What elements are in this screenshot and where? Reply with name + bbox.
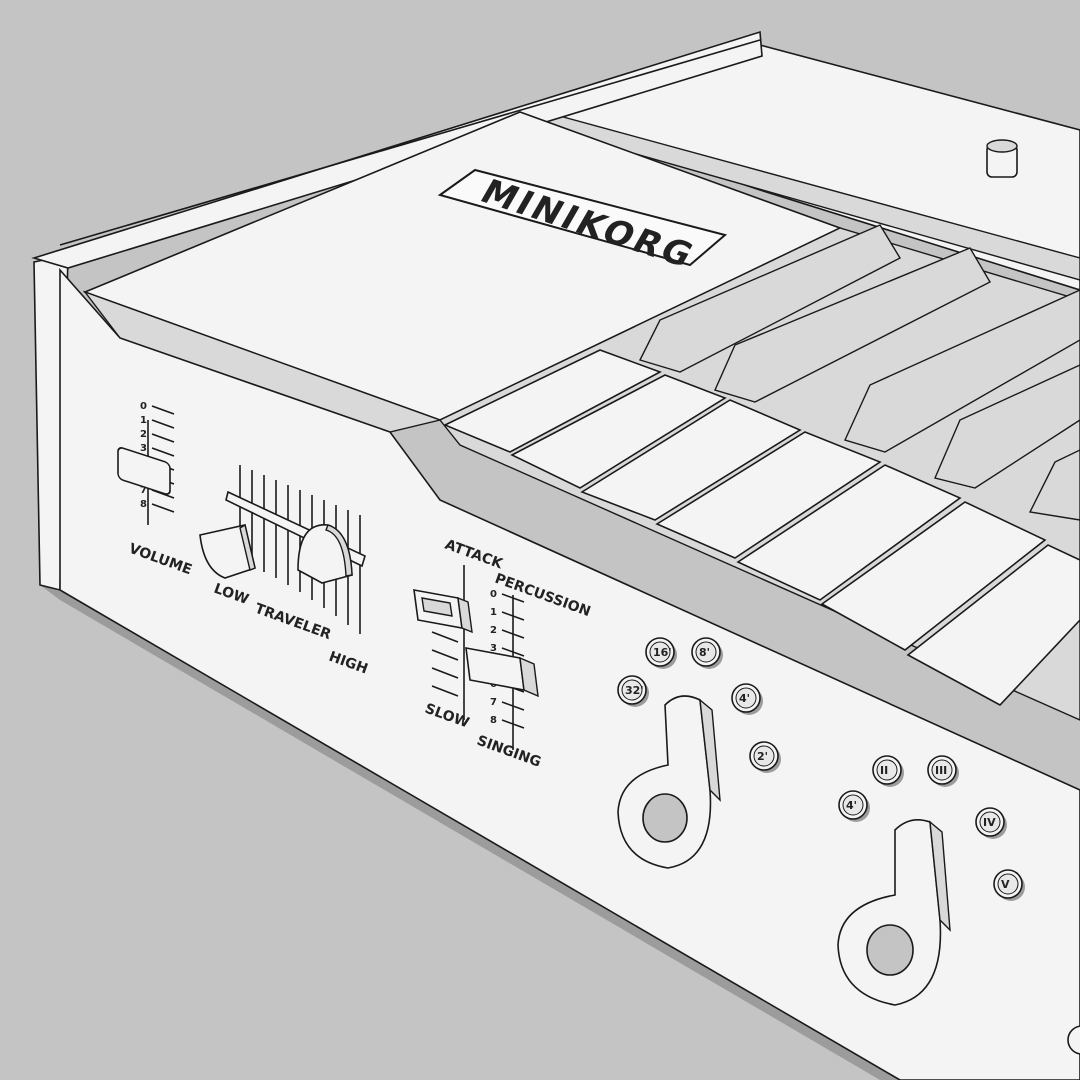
volume-tick bbox=[151, 419, 175, 429]
footage-button[interactable]: III bbox=[927, 755, 959, 787]
footage-button-label: 2' bbox=[757, 750, 768, 763]
edge-button[interactable] bbox=[1067, 1025, 1080, 1055]
percussion-tick-label: 2 bbox=[490, 625, 497, 636]
white-key[interactable] bbox=[736, 464, 962, 601]
footage-button[interactable]: 32' bbox=[617, 675, 649, 707]
footage-button[interactable]: 8' bbox=[691, 637, 723, 669]
percussion-tick-label: 1 bbox=[490, 607, 497, 618]
footage-button-label: V bbox=[1001, 878, 1010, 891]
black-key[interactable] bbox=[934, 364, 1080, 489]
black-keys[interactable] bbox=[639, 224, 1080, 521]
footage-button-label: 4' bbox=[846, 799, 857, 812]
footage-button[interactable]: 16' bbox=[645, 637, 677, 669]
volume-tick-label: 8 bbox=[140, 499, 147, 510]
black-key[interactable] bbox=[1028, 449, 1080, 521]
white-key[interactable] bbox=[510, 374, 727, 489]
footage-button-label: IV bbox=[983, 816, 996, 829]
footage-button[interactable]: 4' bbox=[731, 683, 763, 715]
traveler-high-lever[interactable] bbox=[297, 524, 353, 584]
traveler-comb bbox=[239, 465, 361, 634]
volume-tick-label: 7 bbox=[140, 485, 147, 496]
percussion-tick-label: 3 bbox=[490, 643, 497, 654]
volume-tick-label: 2 bbox=[140, 429, 147, 440]
footage-button-label: 32' bbox=[625, 684, 644, 697]
traveler-low-lever[interactable] bbox=[199, 523, 256, 579]
white-key[interactable] bbox=[820, 501, 1047, 651]
footage-button[interactable]: IV bbox=[975, 807, 1007, 839]
black-key[interactable] bbox=[639, 224, 901, 373]
volume-tick-label: 3 bbox=[140, 443, 147, 454]
footage-button-label: II bbox=[880, 764, 888, 777]
white-keys[interactable] bbox=[443, 349, 1080, 706]
white-key[interactable] bbox=[443, 349, 662, 453]
volume-tick bbox=[151, 503, 175, 513]
white-key[interactable] bbox=[580, 399, 802, 521]
footage-group-1[interactable]: 32' 16' 8' 4' 2' bbox=[617, 637, 781, 869]
percussion-tick-label: 7 bbox=[490, 697, 497, 708]
footage-button[interactable]: 2' bbox=[749, 741, 781, 773]
percussion-tick bbox=[501, 593, 525, 603]
knurled-knob[interactable] bbox=[986, 139, 1018, 178]
percussion-fader-knob[interactable] bbox=[465, 647, 539, 698]
volume-tick-label: 1 bbox=[140, 415, 147, 426]
volume-tick bbox=[151, 433, 175, 443]
footage-lever-2[interactable] bbox=[837, 819, 951, 1006]
footage-button-label: 4' bbox=[739, 692, 750, 705]
footage-button[interactable]: V bbox=[993, 869, 1025, 901]
percussion-tick bbox=[501, 647, 525, 657]
front-panel bbox=[59, 267, 1080, 1080]
black-key[interactable] bbox=[714, 247, 991, 403]
footage-buttons-1[interactable]: 32' 16' 8' 4' 2' bbox=[617, 637, 781, 773]
white-key[interactable] bbox=[655, 431, 882, 559]
white-key[interactable] bbox=[906, 544, 1080, 706]
percussion-tick bbox=[501, 719, 525, 729]
footage-button-label: III bbox=[935, 764, 947, 777]
footage-button[interactable]: 4' bbox=[838, 790, 870, 822]
percussion-tick bbox=[501, 629, 525, 639]
volume-tick-label: 0 bbox=[140, 401, 147, 412]
percussion-tick bbox=[501, 701, 525, 711]
footage-button-label: 16' bbox=[653, 646, 672, 659]
black-key[interactable] bbox=[844, 289, 1080, 453]
footage-button[interactable]: II bbox=[872, 755, 904, 787]
footage-lever-1[interactable] bbox=[617, 695, 721, 869]
attack-fader-knob[interactable] bbox=[413, 589, 473, 634]
percussion-tick bbox=[501, 611, 525, 621]
percussion-tick-label: 8 bbox=[490, 715, 497, 726]
footage-button-label: 8' bbox=[699, 646, 710, 659]
volume-fader-knob[interactable] bbox=[117, 447, 171, 496]
percussion-tick-label: 0 bbox=[490, 589, 497, 600]
volume-tick bbox=[151, 405, 175, 415]
keyboard[interactable] bbox=[438, 224, 1080, 721]
volume-tick bbox=[151, 447, 175, 457]
